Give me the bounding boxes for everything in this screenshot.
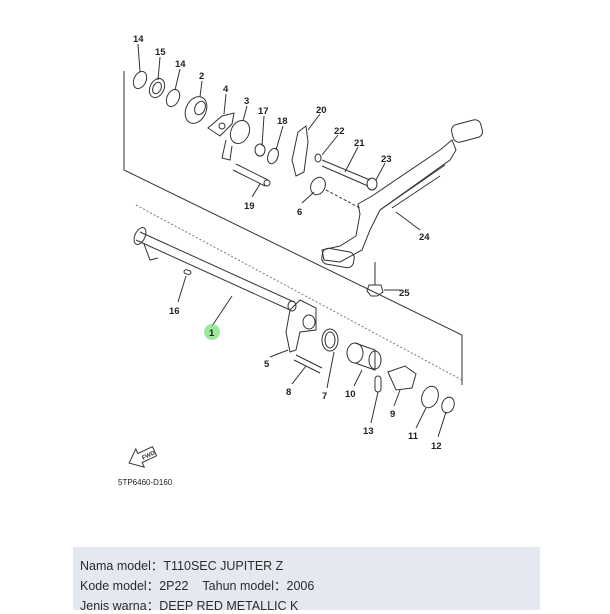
callout-24[interactable]: 24	[419, 232, 430, 243]
callout-13[interactable]: 13	[363, 426, 374, 437]
model-code-value: 2P22	[159, 579, 189, 593]
color-value: DEEP RED METALLIC K	[159, 599, 299, 613]
callout-8[interactable]: 8	[286, 387, 291, 398]
callout-14a[interactable]: 14	[133, 34, 144, 45]
callout-19[interactable]: 19	[244, 201, 255, 212]
model-name-row: Nama model：T110SEC JUPITER Z	[80, 555, 283, 574]
callout-21[interactable]: 21	[354, 138, 365, 149]
fwd-arrow-icon: FWD	[128, 446, 158, 468]
color-label: Jenis warna：	[80, 599, 160, 613]
parts-exploded-diagram: 14 15 14 2 4 3 17 18 20 22 21 23 19 6 24…	[118, 34, 483, 487]
callout-3[interactable]: 3	[244, 96, 249, 107]
callout-11[interactable]: 11	[408, 431, 419, 442]
model-name-label: Nama model：	[80, 559, 164, 573]
selected-part-highlight	[204, 324, 220, 340]
callout-12[interactable]: 12	[431, 441, 442, 452]
callout-17[interactable]: 17	[258, 106, 269, 117]
callout-22[interactable]: 22	[334, 126, 345, 137]
model-code-row: Kode model：2P22 Tahun model：2006	[80, 575, 314, 594]
callout-18[interactable]: 18	[277, 116, 288, 127]
callout-1[interactable]: 1	[209, 328, 215, 339]
callout-9[interactable]: 9	[390, 409, 395, 420]
callout-14b[interactable]: 14	[175, 59, 186, 70]
callout-4[interactable]: 4	[223, 84, 229, 95]
catalog-code: 5TP6460-D160	[118, 478, 173, 487]
model-code-label: Kode model：	[80, 579, 160, 593]
callout-15[interactable]: 15	[155, 47, 166, 58]
svg-text:FWD: FWD	[141, 450, 157, 461]
callout-7[interactable]: 7	[322, 391, 327, 402]
model-year-label: Tahun model：	[202, 579, 287, 593]
callout-6[interactable]: 6	[297, 207, 302, 218]
callout-25[interactable]: 25	[399, 288, 410, 299]
model-name-value: T110SEC JUPITER Z	[163, 559, 284, 573]
color-row: Jenis warna：DEEP RED METALLIC K	[80, 595, 298, 614]
callout-5[interactable]: 5	[264, 359, 270, 370]
callout-20[interactable]: 20	[316, 105, 327, 116]
callout-2[interactable]: 2	[199, 71, 204, 82]
callout-labels: 14 15 14 2 4 3 17 18 20 22 21 23 19 6 24…	[133, 34, 442, 452]
callout-23[interactable]: 23	[381, 154, 392, 165]
model-year-value: 2006	[286, 579, 315, 593]
callout-10[interactable]: 10	[345, 389, 356, 400]
callout-16[interactable]: 16	[169, 306, 180, 317]
diagram-frame	[123, 71, 463, 385]
model-info-panel: Nama model：T110SEC JUPITER Z Kode model：…	[73, 547, 540, 613]
